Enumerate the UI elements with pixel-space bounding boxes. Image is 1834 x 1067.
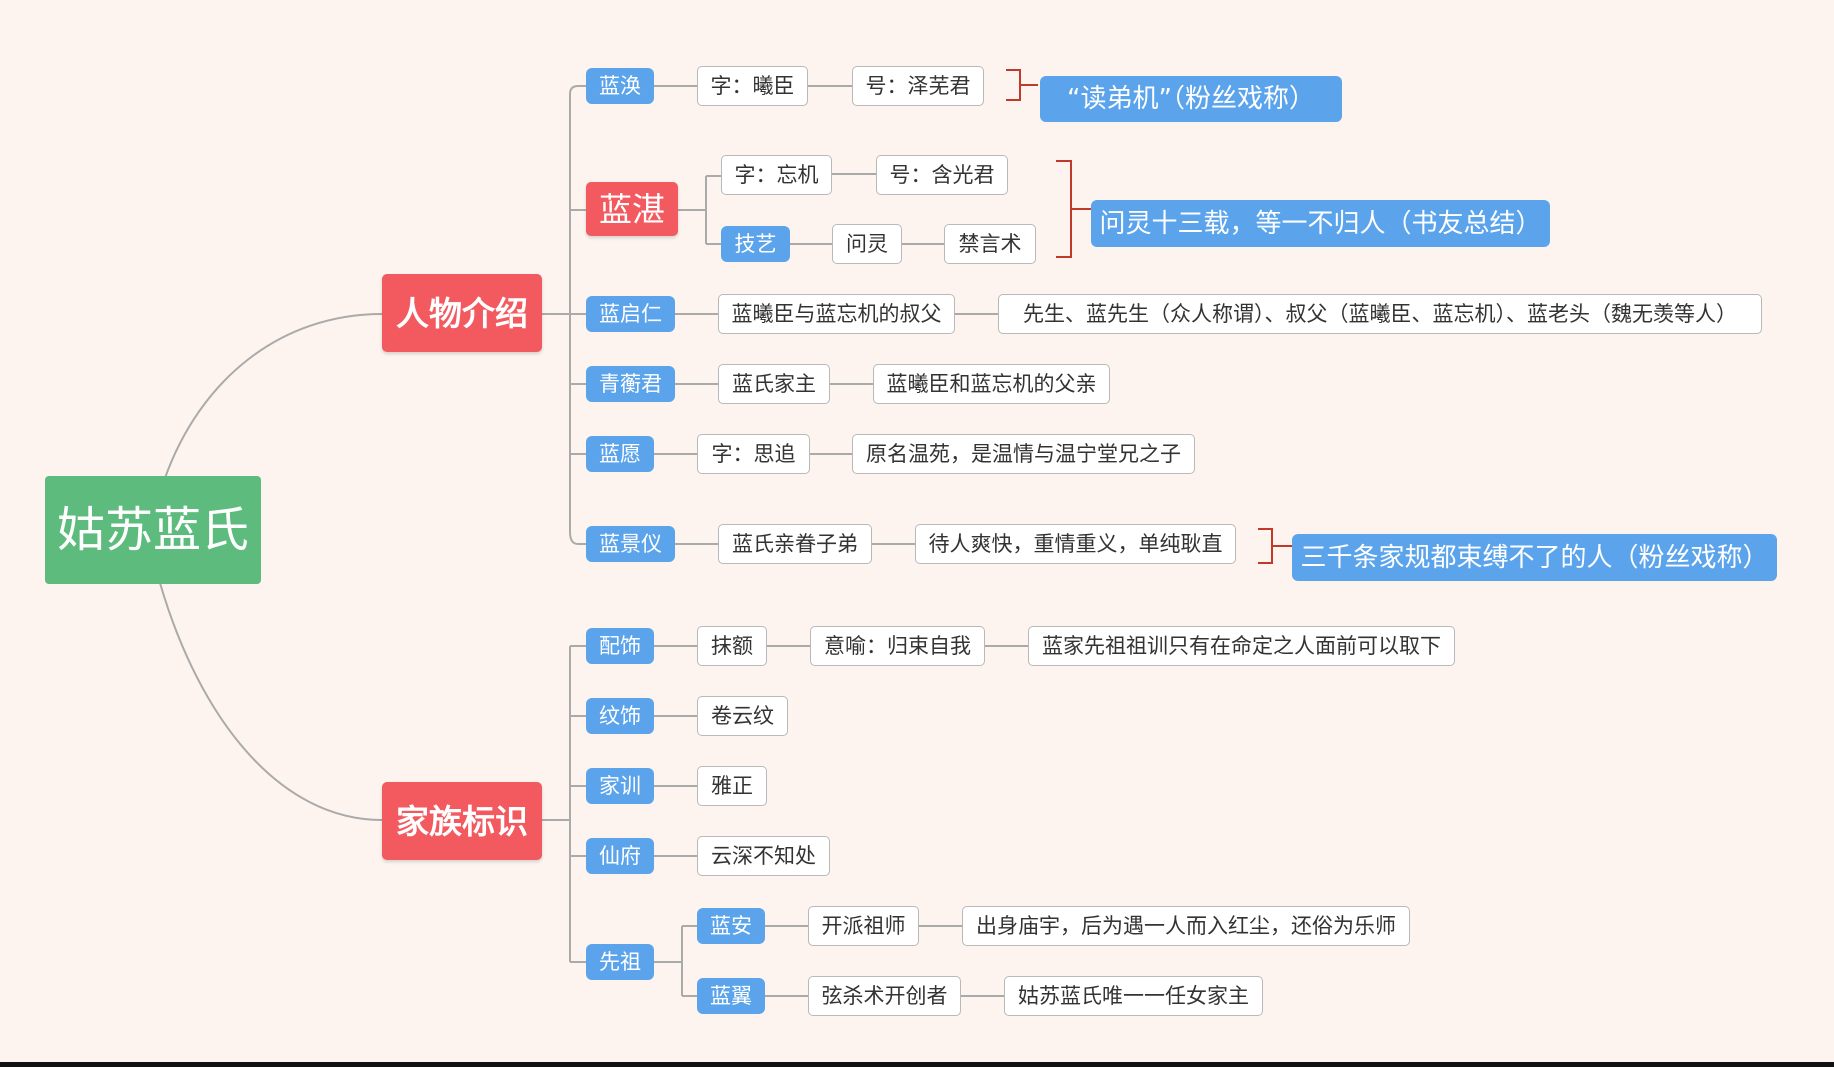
summary-note-lan-jingyi[interactable]: 三千条家规都束缚不了的人（粉丝戏称） bbox=[1292, 534, 1777, 581]
topic-lan-zhan[interactable]: 蓝湛 bbox=[586, 182, 678, 236]
detail-courtesy-name[interactable]: 字：曦臣 bbox=[697, 66, 808, 106]
topic-lan-yuan[interactable]: 蓝愿 bbox=[586, 436, 654, 472]
topic-residence[interactable]: 仙府 bbox=[586, 838, 654, 874]
topic-accessory[interactable]: 配饰 bbox=[586, 628, 654, 664]
summary-note-lan-zhan[interactable]: 问灵十三载，等一不归人（书友总结） bbox=[1091, 200, 1550, 247]
detail-origin[interactable]: 原名温苑，是温情与温宁堂兄之子 bbox=[852, 434, 1195, 474]
detail-titles[interactable]: 先生、蓝先生（众人称谓）、叔父（蓝曦臣、蓝忘机）、蓝老头（魏无羡等人） bbox=[998, 294, 1762, 334]
branch-character-intro[interactable]: 人物介绍 bbox=[382, 274, 542, 352]
detail-role[interactable]: 蓝氏家主 bbox=[718, 364, 830, 404]
summary-braces bbox=[1006, 69, 1292, 564]
detail-founder[interactable]: 开派祖师 bbox=[808, 906, 919, 946]
detail-title-name[interactable]: 号：含光君 bbox=[876, 155, 1008, 195]
topic-qingheng-jun[interactable]: 青蘅君 bbox=[586, 366, 675, 402]
branch-family-emblem[interactable]: 家族标识 bbox=[382, 782, 542, 860]
topic-family-motto[interactable]: 家训 bbox=[586, 768, 654, 804]
detail-cloud-recesses[interactable]: 云深不知处 bbox=[697, 836, 830, 876]
summary-note-lan-huan[interactable]: “读弟机”（粉丝戏称） bbox=[1040, 76, 1342, 122]
detail-title-name[interactable]: 号：泽芜君 bbox=[852, 66, 984, 106]
detail-relation[interactable]: 蓝曦臣和蓝忘机的父亲 bbox=[873, 364, 1110, 404]
detail-cloud-pattern[interactable]: 卷云纹 bbox=[697, 696, 788, 736]
topic-lan-huan[interactable]: 蓝涣 bbox=[586, 68, 654, 104]
detail-relation[interactable]: 蓝曦臣与蓝忘机的叔父 bbox=[718, 294, 955, 334]
bottom-edge-bar bbox=[0, 1062, 1834, 1067]
detail-only-female-leader[interactable]: 姑苏蓝氏唯一一任女家主 bbox=[1004, 976, 1263, 1016]
topic-lan-jingyi[interactable]: 蓝景仪 bbox=[586, 526, 675, 562]
detail-motto[interactable]: 雅正 bbox=[697, 766, 767, 806]
topic-skills[interactable]: 技艺 bbox=[721, 226, 790, 262]
detail-ancestral-rule[interactable]: 蓝家先祖祖训只有在命定之人面前可以取下 bbox=[1028, 626, 1455, 666]
topic-lan-qiren[interactable]: 蓝启仁 bbox=[586, 296, 675, 332]
detail-meaning[interactable]: 意喻：归束自我 bbox=[810, 626, 985, 666]
detail-courtesy-name[interactable]: 字：忘机 bbox=[721, 155, 832, 195]
detail-identity[interactable]: 蓝氏亲眷子弟 bbox=[718, 524, 872, 564]
topic-pattern[interactable]: 纹饰 bbox=[586, 698, 654, 734]
detail-forehead-ribbon[interactable]: 抹额 bbox=[697, 626, 767, 666]
topic-ancestors[interactable]: 先祖 bbox=[586, 944, 654, 980]
detail-skill-silence[interactable]: 禁言术 bbox=[944, 224, 1036, 264]
root-topic[interactable]: 姑苏蓝氏 bbox=[45, 476, 261, 584]
detail-skill-inquiry[interactable]: 问灵 bbox=[832, 224, 902, 264]
detail-personality[interactable]: 待人爽快，重情重义，单纯耿直 bbox=[915, 524, 1236, 564]
detail-courtesy-name[interactable]: 字：思追 bbox=[697, 434, 810, 474]
detail-origin-story[interactable]: 出身庙宇，后为遇一人而入红尘，还俗为乐师 bbox=[962, 906, 1410, 946]
topic-lan-an[interactable]: 蓝安 bbox=[697, 908, 765, 944]
topic-lan-yi[interactable]: 蓝翼 bbox=[697, 978, 765, 1014]
detail-string-killing-founder[interactable]: 弦杀术开创者 bbox=[808, 976, 961, 1016]
